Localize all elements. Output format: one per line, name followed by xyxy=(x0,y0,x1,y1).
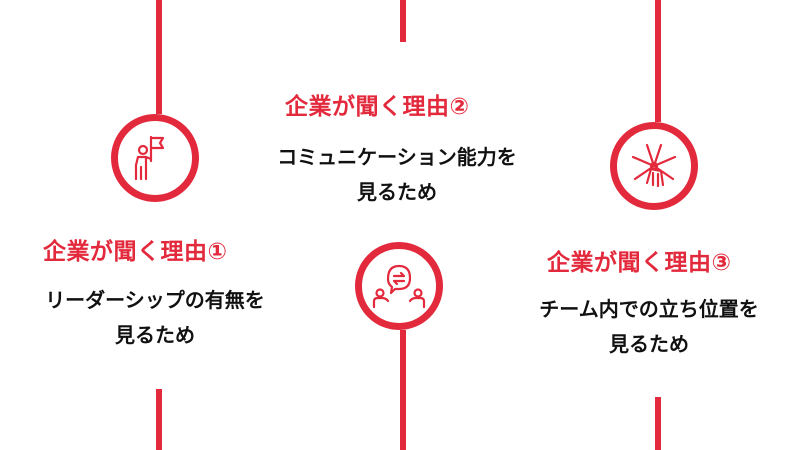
reason-1-line-2: 見るため xyxy=(115,323,195,347)
conversation-icon xyxy=(372,264,426,309)
reason-3-title: 企業が聞く理由③ xyxy=(547,250,732,276)
reason-3-line-2: 見るため xyxy=(609,332,689,356)
connector-line-3-bottom xyxy=(655,397,661,450)
team-hands-icon xyxy=(631,143,677,188)
reason-1-icon-circle xyxy=(111,114,199,202)
reason-1-description: リーダーシップの有無を 見るため xyxy=(25,283,285,353)
reason-3-line-1: チーム内での立ち位置を xyxy=(539,297,759,321)
connector-line-2-bottom xyxy=(400,330,406,450)
connector-line-3-top xyxy=(655,0,661,122)
reason-2-description: コミュニケーション能力を 見るため xyxy=(242,140,552,210)
reason-2-icon-circle xyxy=(355,242,443,330)
connector-line-1-bottom xyxy=(156,389,162,450)
reason-3-description: チーム内での立ち位置を 見るため xyxy=(515,292,783,362)
reason-2-line-1: コミュニケーション能力を xyxy=(277,145,517,169)
reason-3-icon-circle xyxy=(610,122,698,210)
reason-1-line-1: リーダーシップの有無を xyxy=(45,288,265,312)
connector-line-2-top xyxy=(400,0,406,42)
reason-1-title: 企業が聞く理由① xyxy=(43,239,228,265)
connector-line-1-top xyxy=(156,0,162,114)
reason-2-line-2: 見るため xyxy=(357,180,437,204)
flag-person-icon xyxy=(134,135,165,181)
reason-2-title: 企業が聞く理由② xyxy=(285,94,470,120)
